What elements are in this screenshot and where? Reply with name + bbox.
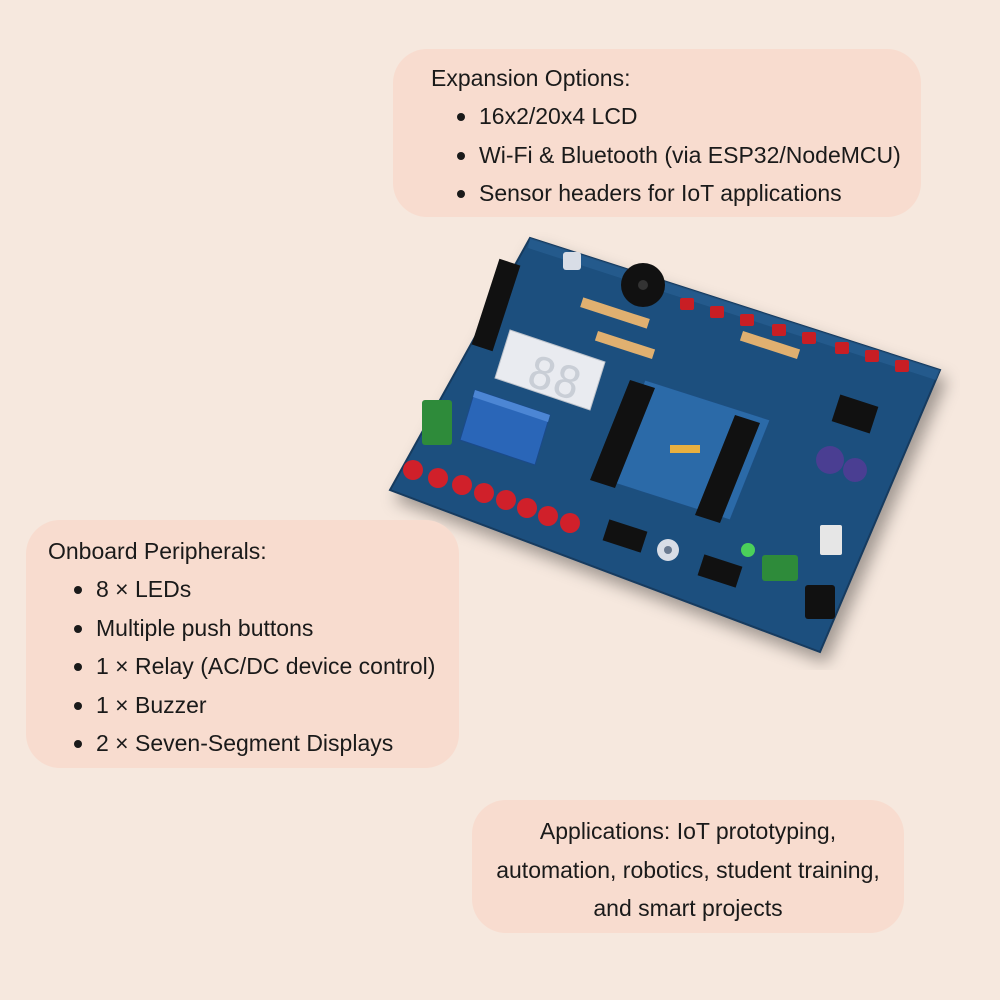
onboard-peripherals-title: Onboard Peripherals: [48, 538, 267, 564]
list-item: 1 × Relay (AC/DC device control) [48, 647, 459, 686]
applications-text-line: automation, robotics, student training, [496, 856, 880, 883]
expansion-options-title: Expansion Options: [431, 65, 631, 91]
applications-text-line: Applications: IoT prototyping, [539, 818, 837, 844]
list-item: 16x2/20x4 LCD [431, 97, 921, 136]
dev-board-image: 88 [388, 236, 942, 654]
onboard-peripherals-list: 8 × LEDs Multiple push buttons 1 × Relay… [48, 570, 459, 763]
list-item: Wi-Fi & Bluetooth (via ESP32/NodeMCU) [431, 136, 921, 175]
applications-text-line: and smart projects [593, 895, 783, 921]
led-icon [403, 460, 580, 533]
list-item: 2 × Seven-Segment Displays [48, 724, 459, 763]
switch-icon [820, 525, 842, 555]
expansion-options-card: Expansion Options: 16x2/20x4 LCD Wi-Fi &… [393, 49, 921, 217]
push-buttons [680, 298, 909, 372]
potentiometer-icon [563, 252, 581, 270]
terminal-block-icon [422, 400, 452, 445]
ic-chip-icon [831, 394, 879, 434]
green-led-icon [741, 543, 755, 557]
esp32-socket-icon [590, 379, 771, 523]
relay-icon [459, 389, 551, 466]
pin-header-icon [471, 258, 521, 352]
applications-card: Applications: IoT prototyping, automatio… [472, 800, 904, 933]
list-item: 8 × LEDs [48, 570, 459, 609]
expansion-options-list: 16x2/20x4 LCD Wi-Fi & Bluetooth (via ESP… [431, 97, 921, 213]
dc-jack-icon [805, 585, 835, 619]
capacitor-icon [816, 446, 844, 474]
list-item: Multiple push buttons [48, 609, 459, 648]
list-item: 1 × Buzzer [48, 686, 459, 725]
list-item: Sensor headers for IoT applications [431, 174, 921, 213]
onboard-peripherals-card: Onboard Peripherals: 8 × LEDs Multiple p… [26, 520, 459, 768]
